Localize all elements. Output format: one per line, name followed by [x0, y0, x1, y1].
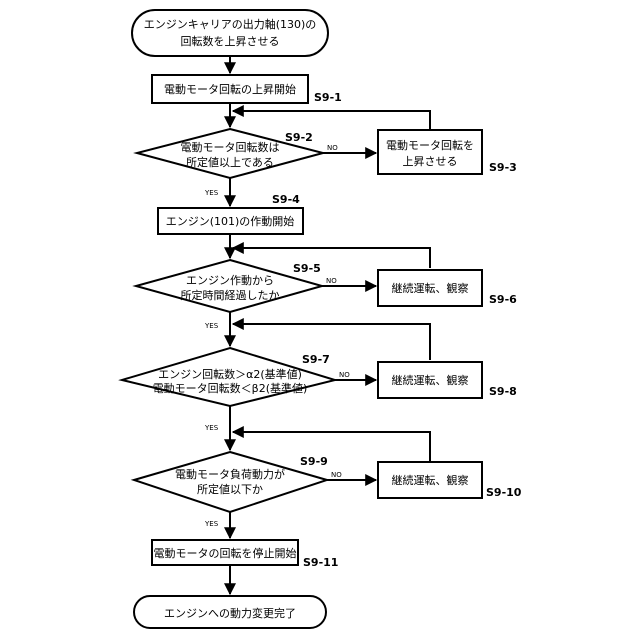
process-s9-3-line-1: 電動モータ回転を: [386, 138, 474, 152]
step-label-s9-4: S9-4: [272, 193, 300, 206]
loop-s9-3-to-s9-2: [233, 111, 430, 130]
decision-s9-9-line-1: 電動モータ負荷動力が: [175, 467, 285, 481]
step-label-s9-3: S9-3: [489, 161, 517, 174]
decision-s9-9-line-2: 所定値以下か: [197, 482, 263, 496]
start-node-line-1: エンジンキャリアの出力軸(130)の: [144, 17, 317, 31]
loop-s9-10-to-s9-9: [233, 432, 430, 462]
decision-s9-7-line-2: 電動モータ回転数＜β2(基準値): [153, 381, 308, 395]
decision-s9-7-no-label: NO: [339, 371, 350, 379]
decision-s9-5-line-2: 所定時間経過したか: [181, 288, 280, 302]
end-node-text: エンジンへの動力変更完了: [164, 606, 296, 620]
loop-s9-6-to-s9-5: [233, 248, 430, 268]
decision-s9-2-line-2: 所定値以上である: [186, 155, 274, 169]
loop-s9-8-to-s9-7: [233, 324, 430, 360]
process-s9-10-text: 継続運転、観察: [392, 473, 469, 487]
process-s9-1-text: 電動モータ回転の上昇開始: [164, 82, 296, 96]
step-label-s9-11: S9-11: [303, 556, 338, 569]
decision-s9-7-yes-label: YES: [204, 424, 219, 432]
process-s9-8-text: 継続運転、観察: [392, 373, 469, 387]
process-s9-6-text: 継続運転、観察: [392, 281, 469, 295]
process-s9-4: エンジン(101)の作動開始: [158, 208, 303, 234]
process-s9-11-text: 電動モータの回転を停止開始: [154, 546, 297, 560]
process-s9-8: 継続運転、観察: [378, 362, 482, 398]
decision-s9-9-no-label: NO: [331, 471, 342, 479]
step-label-s9-8: S9-8: [489, 385, 517, 398]
decision-s9-5-yes-label: YES: [204, 322, 219, 330]
process-s9-1: 電動モータ回転の上昇開始: [152, 75, 308, 103]
step-label-s9-6: S9-6: [489, 293, 517, 306]
process-s9-11: 電動モータの回転を停止開始: [152, 540, 298, 565]
process-s9-10: 継続運転、観察: [378, 462, 482, 498]
step-label-s9-5: S9-5: [293, 262, 321, 275]
decision-s9-9-yes-label: YES: [204, 520, 219, 528]
decision-s9-5-line-1: エンジン作動から: [186, 273, 274, 287]
end-node: エンジンへの動力変更完了: [134, 596, 326, 628]
process-s9-6: 継続運転、観察: [378, 270, 482, 306]
step-label-s9-9: S9-9: [300, 455, 328, 468]
decision-s9-7-line-1: エンジン回転数＞α2(基準値): [158, 367, 302, 381]
decision-s9-2-line-1: 電動モータ回転数は: [181, 140, 280, 154]
step-label-s9-2: S9-2: [285, 131, 313, 144]
process-s9-4-text: エンジン(101)の作動開始: [166, 214, 295, 228]
step-label-s9-7: S9-7: [302, 353, 330, 366]
start-node: エンジンキャリアの出力軸(130)の 回転数を上昇させる: [132, 10, 328, 56]
decision-s9-2-yes-label: YES: [204, 189, 219, 197]
process-s9-3-line-2: 上昇させる: [403, 155, 458, 168]
start-node-line-2: 回転数を上昇させる: [181, 35, 280, 48]
decision-s9-9: 電動モータ負荷動力が 所定値以下か: [134, 452, 327, 512]
process-s9-3: 電動モータ回転を 上昇させる: [378, 130, 482, 174]
decision-s9-5-no-label: NO: [326, 277, 337, 285]
decision-s9-2-no-label: NO: [327, 144, 338, 152]
step-label-s9-1: S9-1: [314, 91, 342, 104]
step-label-s9-10: S9-10: [486, 486, 522, 499]
